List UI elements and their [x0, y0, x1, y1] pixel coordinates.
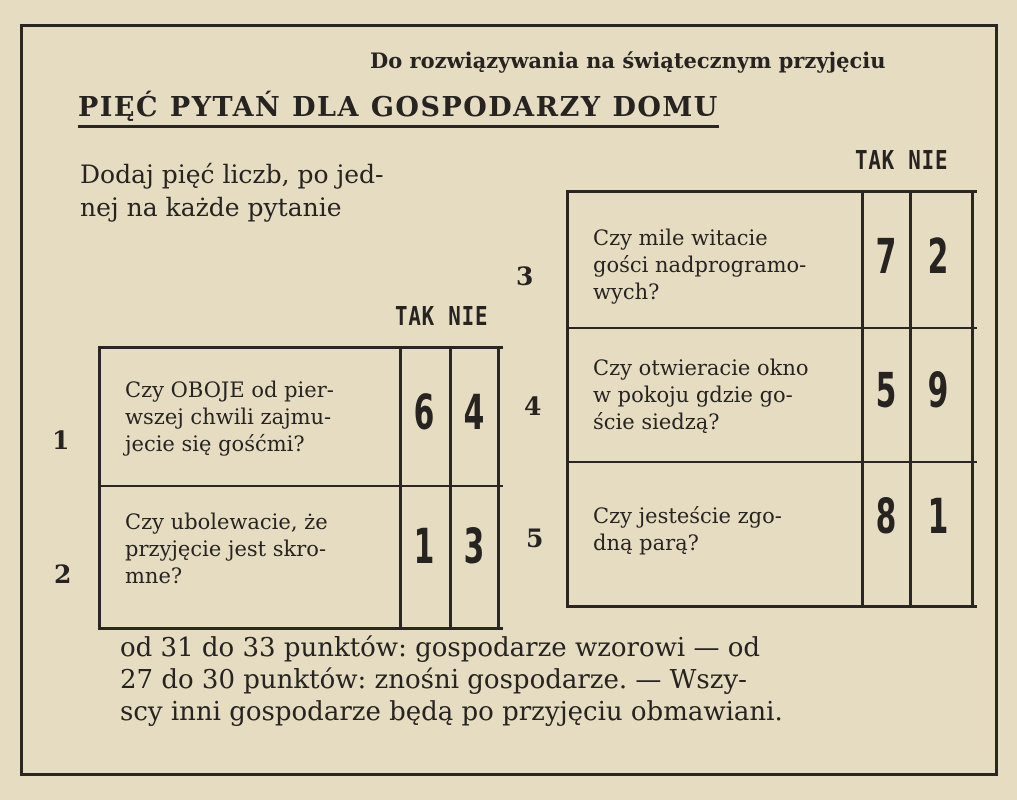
question-line: Czy mile witacie: [593, 226, 768, 250]
question-row-4: Czy otwieracie okno w pokoju gdzie go- ś…: [569, 327, 977, 463]
column-tak-label: TAK: [395, 302, 435, 332]
nie-score: 3: [463, 519, 485, 575]
question-text: Czy mile witacie gości nadprogramo- wych…: [593, 225, 806, 306]
question-line: dną parą?: [593, 531, 699, 555]
question-number: 2: [54, 560, 72, 589]
question-number: 5: [526, 524, 544, 553]
question-number: 3: [516, 262, 534, 291]
column-header-right: TAK NIE: [855, 146, 948, 176]
question-box-right: Czy mile witacie gości nadprogramo- wych…: [566, 190, 977, 608]
question-row-3: Czy mile witacie gości nadprogramo- wych…: [569, 193, 977, 327]
question-line: Czy jesteście zgo-: [593, 504, 782, 528]
column-divider: [449, 349, 452, 627]
question-line: gości nadprogramo-: [593, 253, 807, 277]
column-nie-label: NIE: [448, 302, 489, 332]
question-line: w pokoju gdzie go-: [593, 383, 793, 407]
question-line: Czy OBOJE od pier-: [125, 378, 334, 402]
column-divider: [497, 349, 500, 627]
question-row-5: Czy jesteście zgo- dną parą? 8 1: [569, 461, 977, 601]
column-nie-label: NIE: [908, 146, 949, 176]
question-box-left: Czy OBOJE od pier- wszej chwili zajmu- j…: [98, 346, 503, 630]
question-line: wszej chwili zajmu-: [125, 405, 332, 429]
column-header-left: TAK NIE: [395, 302, 488, 332]
question-line: ście siedzą?: [593, 410, 720, 434]
scoring-text: od 31 do 33 punktów: gospodarze wzorowi …: [120, 632, 980, 728]
kicker: Do rozwiązywania na świątecznym przyjęci…: [370, 48, 886, 73]
nie-score: 2: [927, 229, 949, 285]
question-text: Czy otwieracie okno w pokoju gdzie go- ś…: [593, 355, 809, 436]
question-line: przyjęcie jest skro-: [125, 537, 327, 561]
nie-score: 9: [927, 363, 949, 419]
tak-score: 5: [875, 363, 897, 419]
column-divider: [861, 193, 864, 605]
question-line: wych?: [593, 280, 660, 304]
headline: PIĘĆ PYTAŃ DLA GOSPODARZY DOMU: [78, 92, 719, 128]
question-text: Czy jesteście zgo- dną parą?: [593, 503, 782, 557]
scoring-line: 27 do 30 punktów: znośni gospodarze. — W…: [120, 665, 747, 695]
tak-score: 7: [875, 229, 897, 285]
question-number: 4: [524, 392, 542, 421]
intro-text: Dodaj pięć liczb, po jed- nej na każde p…: [80, 158, 510, 224]
article-frame: [20, 24, 998, 776]
question-text: Czy OBOJE od pier- wszej chwili zajmu- j…: [125, 377, 334, 458]
question-row-1: Czy OBOJE od pier- wszej chwili zajmu- j…: [101, 349, 503, 485]
question-line: Czy ubolewacie, że: [125, 510, 328, 534]
nie-score: 4: [463, 385, 485, 441]
tak-score: 6: [413, 385, 435, 441]
question-line: jecie się gośćmi?: [125, 432, 305, 456]
intro-line: nej na każde pytanie: [80, 193, 342, 222]
question-line: Czy otwieracie okno: [593, 356, 809, 380]
question-row-2: Czy ubolewacie, że przyjęcie jest skro- …: [101, 485, 503, 623]
scoring-line: od 31 do 33 punktów: gospodarze wzorowi …: [120, 633, 761, 663]
column-divider: [399, 349, 402, 627]
scoring-line: scy inni gospodarze będą po przyjęciu ob…: [120, 697, 783, 727]
column-divider: [909, 193, 912, 605]
tak-score: 1: [413, 519, 435, 575]
column-divider: [971, 193, 974, 605]
question-text: Czy ubolewacie, że przyjęcie jest skro- …: [125, 509, 328, 590]
nie-score: 1: [927, 489, 949, 545]
question-line: mne?: [125, 564, 183, 588]
column-tak-label: TAK: [855, 146, 895, 176]
tak-score: 8: [875, 489, 897, 545]
intro-line: Dodaj pięć liczb, po jed-: [80, 160, 384, 189]
question-number: 1: [52, 426, 70, 455]
